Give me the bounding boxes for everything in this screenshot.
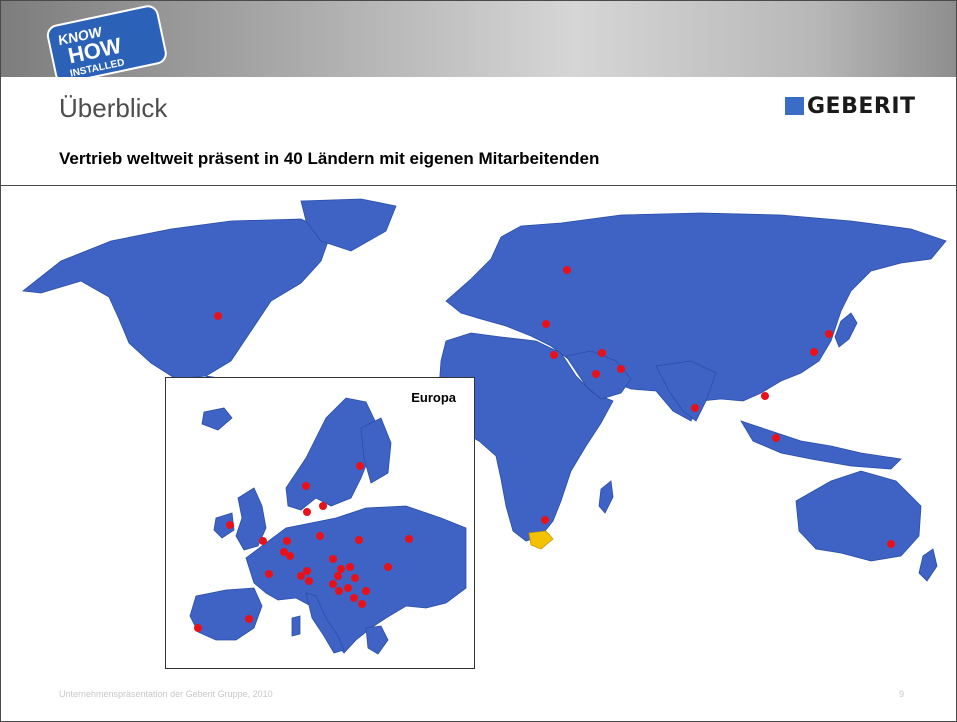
italy	[305, 592, 345, 654]
europe-markers	[194, 462, 413, 632]
india	[655, 360, 717, 422]
marker-korea	[825, 330, 833, 338]
footer-text: Unternehmenspräsentation der Geberit Gru…	[59, 689, 273, 699]
greece	[365, 625, 389, 655]
marker-turkey	[542, 320, 550, 328]
marker-poland	[355, 536, 363, 544]
marker-belgium	[280, 548, 288, 556]
marker-ireland	[226, 521, 234, 529]
marker-malaysia	[772, 434, 780, 442]
marker-hungary	[346, 563, 354, 571]
page-title: Überblick	[59, 93, 168, 123]
new-zealand	[918, 548, 938, 582]
inset-label: Europa	[411, 390, 456, 405]
marker-uae	[617, 365, 625, 373]
marker-egypt	[550, 351, 558, 359]
marker-switzerland	[297, 572, 305, 580]
marker-croatia	[351, 574, 359, 582]
marker-czech	[337, 565, 345, 573]
marker-italy-north	[305, 577, 313, 585]
marker-saudi-arabia	[592, 370, 600, 378]
marker-australia	[887, 540, 895, 548]
marker-slovenia	[334, 572, 342, 580]
page-number: 9	[899, 689, 905, 699]
marker-india	[691, 404, 699, 412]
marker-south-africa	[541, 516, 549, 524]
world-markers	[214, 266, 895, 548]
marker-germany	[316, 532, 324, 540]
world-map	[21, 198, 947, 582]
finland	[360, 417, 392, 484]
australia	[795, 470, 922, 562]
marker-montenegro	[335, 587, 343, 595]
marker-ukraine	[405, 535, 413, 543]
north-america	[21, 218, 332, 380]
marker-denmark	[303, 508, 311, 516]
marker-serbia	[344, 584, 352, 592]
iberia	[189, 587, 263, 641]
marker-uk	[259, 537, 267, 545]
great-britain	[235, 487, 267, 551]
divider	[1, 185, 956, 186]
europe-map	[189, 397, 467, 655]
header-banner: KNOW HOW INSTALLED	[1, 1, 956, 77]
marker-finland	[356, 462, 364, 470]
madagascar	[598, 480, 614, 514]
marker-norway	[302, 482, 310, 490]
marker-switzerland-2	[303, 567, 311, 575]
marker-romania	[384, 563, 392, 571]
iceland	[201, 407, 233, 431]
marker-thailand	[761, 392, 769, 400]
south-africa-highlight	[528, 530, 554, 550]
ireland	[213, 512, 235, 539]
marker-france	[265, 570, 273, 578]
marker-belgium-2	[286, 552, 294, 560]
marker-kuwait	[598, 349, 606, 357]
marker-spain	[245, 615, 253, 623]
know-how-installed-badge: KNOW HOW INSTALLED	[46, 5, 167, 77]
marker-bosnia	[329, 580, 337, 588]
marker-austria	[329, 555, 337, 563]
marker-netherlands	[283, 537, 291, 545]
slide-subtitle: Vertrieb weltweit präsent in 40 Ländern …	[59, 149, 600, 168]
logo-square-icon	[785, 97, 804, 115]
marker-portugal	[194, 624, 202, 632]
scandinavia	[285, 397, 377, 511]
marker-macedonia	[350, 594, 358, 602]
greenland	[300, 198, 397, 252]
marker-greece	[358, 600, 366, 608]
geberit-logo: GEBERIT	[785, 93, 916, 119]
sardinia	[291, 615, 301, 637]
japan	[834, 312, 858, 348]
marker-usa	[214, 312, 222, 320]
europe-inset: Europa	[165, 377, 475, 669]
marker-sweden	[319, 502, 327, 510]
indonesia	[740, 420, 902, 470]
marker-china	[810, 348, 818, 356]
logo-text: GEBERIT	[807, 93, 916, 119]
marker-russia	[563, 266, 571, 274]
marker-bulgaria	[362, 587, 370, 595]
